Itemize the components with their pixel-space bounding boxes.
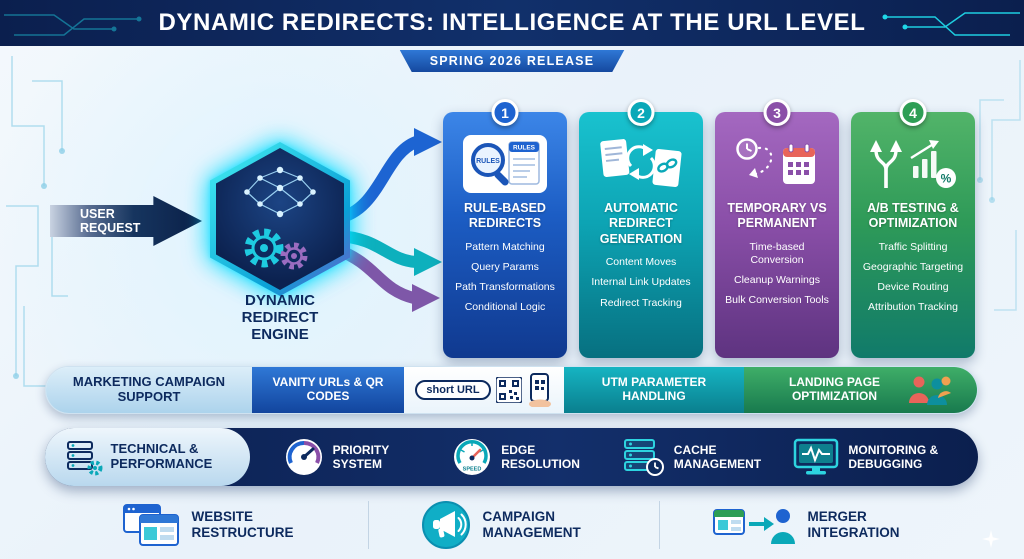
feature-items: Traffic Splitting Geographic Targeting D… xyxy=(851,236,975,319)
feature-items: Content Moves Internal Link Updates Redi… xyxy=(579,251,703,313)
feature-column-temporary-permanent: 3 TEMPORARY VS PERMANENT Time-based Conv xyxy=(715,99,839,358)
feature-items: Time-based Conversion Cleanup Warnings B… xyxy=(715,236,839,312)
tech-item-priority: PRIORITY SYSTEM xyxy=(284,437,429,477)
feature-item: Device Routing xyxy=(877,281,949,294)
tech-item-label: PRIORITY SYSTEM xyxy=(332,442,390,471)
browser-windows-icon xyxy=(122,504,179,546)
step-number-badge: 4 xyxy=(899,99,927,126)
short-url-pill: short URL xyxy=(415,379,491,401)
divider xyxy=(659,501,660,549)
people-icon xyxy=(908,376,951,405)
redirect-engine-hexagon xyxy=(210,142,350,296)
circuit-pattern-right xyxy=(977,60,1021,311)
utm-handling-segment: UTM PARAMETER HANDLING xyxy=(564,367,744,413)
use-case-campaign-management: CAMPAIGN MANAGEMENT xyxy=(421,500,608,550)
vanity-url-segment: VANITY URLs & QR CODES xyxy=(252,367,404,413)
feature-item: Geographic Targeting xyxy=(862,261,964,274)
use-case-label: WEBSITE RESTRUCTURE xyxy=(191,508,294,540)
use-case-merger-integration: MERGER INTEGRATION xyxy=(712,502,933,548)
feature-item: Time-based Conversion xyxy=(749,241,805,267)
landing-page-label: LANDING PAGE OPTIMIZATION xyxy=(788,375,881,403)
header: DYNAMIC REDIRECTS: INTELLIGENCE AT THE U… xyxy=(0,0,1024,46)
step-number-badge: 1 xyxy=(491,99,519,126)
feature-item: Traffic Splitting xyxy=(878,241,948,253)
feature-title: RULE-BASED REDIRECTS xyxy=(464,201,546,231)
merge-windows-person-icon xyxy=(712,509,795,544)
rules-magnifier-icon: RULES RULES xyxy=(451,132,559,196)
speedometer-icon: SPEED xyxy=(454,439,491,475)
technical-items: PRIORITY SYSTEM SPEED EDGE RESOLUTION xyxy=(250,437,978,477)
tech-item-monitoring: MONITORING & DEBUGGING xyxy=(793,437,944,477)
sparkle-icon xyxy=(982,530,1000,548)
user-request-label: USER REQUEST xyxy=(80,206,141,235)
engine-label: DYNAMIC REDIRECT ENGINE xyxy=(241,292,319,343)
technical-performance-segment: TECHNICAL & PERFORMANCE xyxy=(45,428,250,486)
step-number-badge: 3 xyxy=(763,99,791,126)
marketing-support-label: MARKETING CAMPAIGN SUPPORT xyxy=(72,374,226,404)
technical-performance-label: TECHNICAL & PERFORMANCE xyxy=(110,441,213,471)
feature-column-ab-testing: 4 % A/B TESTING & OPTIMIZATION Traffic xyxy=(851,99,975,358)
tech-item-edge: SPEED EDGE RESOLUTION xyxy=(452,437,597,477)
tech-item-label: CACHE MANAGEMENT xyxy=(673,442,762,471)
feature-items: Pattern Matching Query Params Path Trans… xyxy=(443,236,567,319)
feature-item: Content Moves xyxy=(605,256,677,269)
marketing-support-segment: MARKETING CAMPAIGN SUPPORT xyxy=(46,367,252,413)
rules-lens-label: RULES xyxy=(476,158,500,165)
feature-item: Path Transformations xyxy=(455,281,555,294)
circuit-trace-icon xyxy=(4,14,142,36)
phone-hand-icon xyxy=(528,373,551,407)
feature-column-rule-based: 1 RULES RULES RULE-BASED REDIRECTS Patte… xyxy=(443,99,567,358)
feature-item: Query Params xyxy=(471,261,539,274)
server-gear-icon xyxy=(66,441,102,476)
use-case-label: MERGER INTEGRATION xyxy=(807,508,900,540)
feature-item: Conditional Logic xyxy=(464,301,546,314)
tech-item-cache: CACHE MANAGEMENT xyxy=(621,437,770,477)
brain-gears-icon xyxy=(244,166,316,270)
use-case-label: CAMPAIGN MANAGEMENT xyxy=(482,508,581,540)
qr-code-icon xyxy=(495,377,522,403)
feature-item: Redirect Tracking xyxy=(600,296,682,309)
landing-page-segment: LANDING PAGE OPTIMIZATION xyxy=(744,367,977,413)
feature-title: AUTOMATIC REDIRECT GENERATION xyxy=(599,201,683,246)
documents-link-sync-icon xyxy=(587,132,695,196)
megaphone-icon xyxy=(421,501,470,549)
user-request-arrow: USER REQUEST xyxy=(50,196,202,246)
marketing-campaign-bar: MARKETING CAMPAIGN SUPPORT VANITY URLs &… xyxy=(45,366,978,414)
feature-title: TEMPORARY VS PERMANENT xyxy=(727,201,827,231)
gauge-icon xyxy=(285,439,322,475)
use-case-website-restructure: WEBSITE RESTRUCTURE xyxy=(122,501,317,549)
tech-item-label: EDGE RESOLUTION xyxy=(501,442,580,471)
feature-title: A/B TESTING & OPTIMIZATION xyxy=(867,201,959,231)
svg-text:%: % xyxy=(941,172,952,186)
feature-item: Bulk Conversion Tools xyxy=(725,294,829,307)
feature-item: Internal Link Updates xyxy=(591,276,691,289)
rules-doc-label: RULES xyxy=(513,145,536,152)
split-arrows-chart-icon: % xyxy=(859,132,967,196)
feature-column-auto-generation: 2 AUTOMATIC REDIRECT GE xyxy=(579,99,703,358)
page-title: DYNAMIC REDIRECTS: INTELLIGENCE AT THE U… xyxy=(158,9,866,36)
feature-item: Attribution Tracking xyxy=(868,301,958,314)
use-cases-row: WEBSITE RESTRUCTURE CAMPAIGN MANAGEMENT xyxy=(70,494,984,556)
short-url-demo-segment: short URL xyxy=(404,367,564,413)
circuit-trace-icon xyxy=(882,12,1020,36)
cache-server-clock-icon xyxy=(623,439,664,476)
monitor-pulse-icon xyxy=(794,438,839,475)
divider xyxy=(368,501,369,549)
utm-handling-label: UTM PARAMETER HANDLING xyxy=(601,375,707,403)
technical-performance-bar: TECHNICAL & PERFORMANCE PRIORITY SYSTEM xyxy=(45,428,978,486)
feature-item: Cleanup Warnings xyxy=(734,274,820,287)
step-number-badge: 2 xyxy=(627,99,655,126)
feature-item: Pattern Matching xyxy=(465,241,545,253)
clock-calendar-icon xyxy=(723,132,831,196)
tech-item-label: MONITORING & DEBUGGING xyxy=(848,442,939,471)
release-badge: SPRING 2026 RELEASE xyxy=(400,50,625,72)
speed-label: SPEED xyxy=(463,467,482,473)
vanity-url-label: VANITY URLs & QR CODES xyxy=(272,375,384,403)
